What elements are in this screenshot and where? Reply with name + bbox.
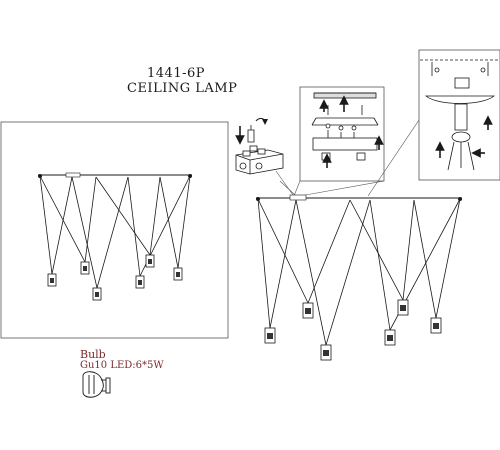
rotate-arrow-icon [255, 118, 268, 125]
main-lamp-bulbs [267, 305, 439, 356]
canopy-arrows [319, 95, 384, 168]
side-view-shades [47, 254, 183, 301]
side-view-canopy [38, 172, 192, 178]
bulb-label: Bulb [80, 348, 106, 361]
side-view-bulbs [50, 259, 180, 297]
model-number: 1441-6P [147, 66, 205, 81]
main-lamp-canopy [256, 194, 462, 201]
side-view-cords [39, 175, 191, 289]
canopy-detail-frame [299, 86, 385, 182]
bulb-spec: Gu10 LED:6*5W [80, 360, 164, 371]
product-title: CEILING LAMP [127, 81, 238, 96]
hook-arrows [435, 115, 493, 158]
main-lamp-shades [264, 299, 442, 361]
hook-detail [420, 59, 499, 171]
side-view-frame [0, 121, 229, 339]
canopy-detail [311, 92, 379, 161]
main-lamp-cords [257, 198, 461, 346]
gu10-bulb-icon [82, 371, 111, 398]
mounting-plate-detail [235, 125, 284, 175]
